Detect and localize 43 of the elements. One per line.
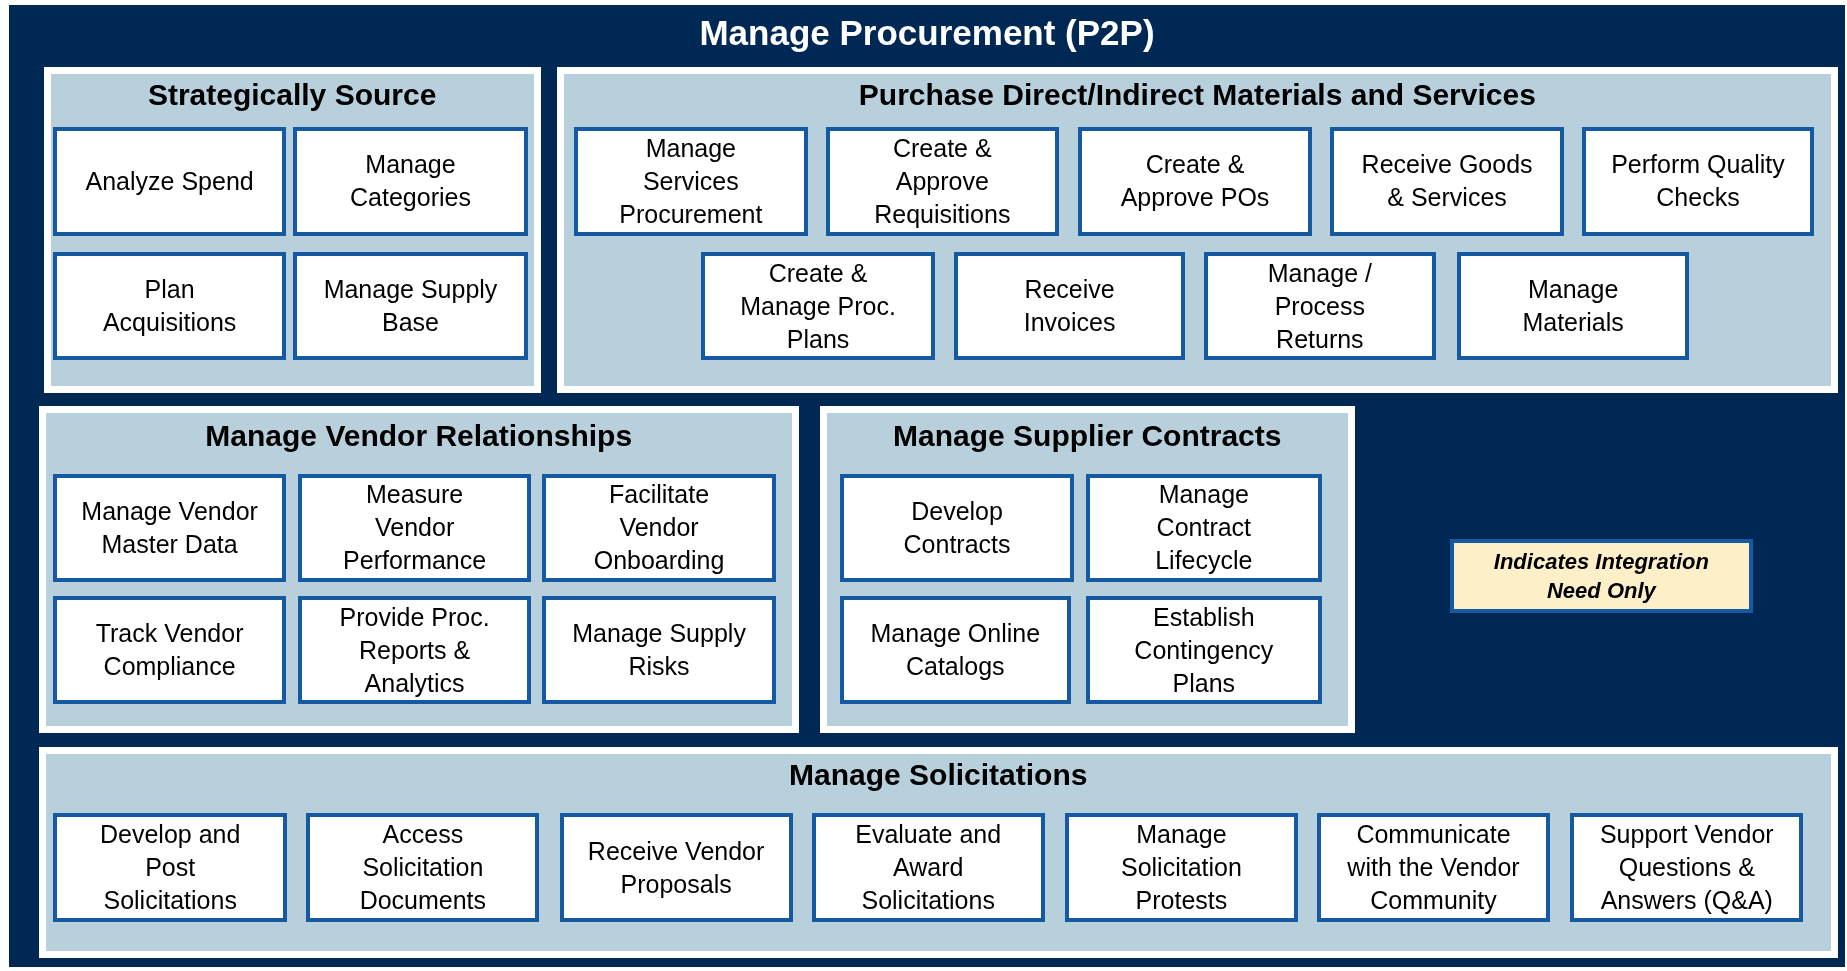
group-panel bbox=[43, 67, 541, 394]
group-heading: Manage Supplier Contracts bbox=[892, 419, 1283, 454]
process-box: Measure Vendor Performance bbox=[298, 473, 532, 582]
group-heading: Purchase Direct/Indirect Materials and Services bbox=[857, 78, 1537, 113]
process-box: Evaluate and Award Solicitations bbox=[811, 812, 1045, 923]
process-box: Provide Proc. Reports & Analytics bbox=[298, 596, 532, 705]
process-box: Receive Goods & Services bbox=[1329, 127, 1565, 236]
process-box: Manage Categories bbox=[293, 127, 528, 236]
process-box: Access Solicitation Documents bbox=[306, 812, 540, 923]
process-box: Perform Quality Checks bbox=[1581, 127, 1814, 236]
process-box: Manage Supply Base bbox=[293, 252, 528, 361]
process-box: Manage Online Catalogs bbox=[839, 596, 1071, 705]
group-panel bbox=[38, 746, 1838, 958]
process-box: Establish Contingency Plans bbox=[1086, 596, 1322, 705]
process-box: Facilitate Vendor Onboarding bbox=[541, 473, 777, 582]
note-box: Indicates Integration Need Only bbox=[1450, 539, 1753, 613]
process-box: Develop and Post Solicitations bbox=[53, 812, 288, 923]
group-panel bbox=[557, 67, 1838, 394]
process-box: Develop Contracts bbox=[839, 473, 1075, 582]
panel-heading: Manage Procurement (P2P) bbox=[698, 12, 1156, 53]
process-box: Support Vendor Questions & Answers (Q&A) bbox=[1570, 812, 1804, 923]
group-panel bbox=[38, 406, 799, 733]
diagram-background bbox=[9, 4, 1845, 968]
process-box: Receive Invoices bbox=[954, 252, 1185, 361]
process-box: Manage Solicitation Protests bbox=[1064, 812, 1299, 923]
process-box: Create & Manage Proc. Plans bbox=[700, 252, 936, 361]
process-box: Manage Services Procurement bbox=[573, 127, 809, 236]
process-box: Create & Approve POs bbox=[1077, 127, 1313, 236]
process-box: Track Vendor Compliance bbox=[53, 596, 287, 705]
group-panel bbox=[819, 406, 1355, 733]
process-box: Communicate with the Vendor Community bbox=[1316, 812, 1551, 923]
process-box: Create & Approve Requisitions bbox=[825, 127, 1059, 236]
group-heading: Strategically Source bbox=[146, 78, 438, 113]
process-box: Manage Vendor Master Data bbox=[53, 473, 287, 582]
process-box: Manage Contract Lifecycle bbox=[1086, 473, 1322, 582]
process-box: Receive Vendor Proposals bbox=[559, 812, 793, 923]
group-heading: Manage Solicitations bbox=[788, 757, 1089, 792]
process-box: Plan Acquisitions bbox=[53, 252, 287, 361]
process-box: Manage / Process Returns bbox=[1203, 252, 1436, 361]
process-box: Manage Materials bbox=[1457, 252, 1690, 361]
group-heading: Manage Vendor Relationships bbox=[204, 419, 634, 454]
process-box: Analyze Spend bbox=[53, 127, 287, 236]
process-box: Manage Supply Risks bbox=[541, 596, 777, 705]
